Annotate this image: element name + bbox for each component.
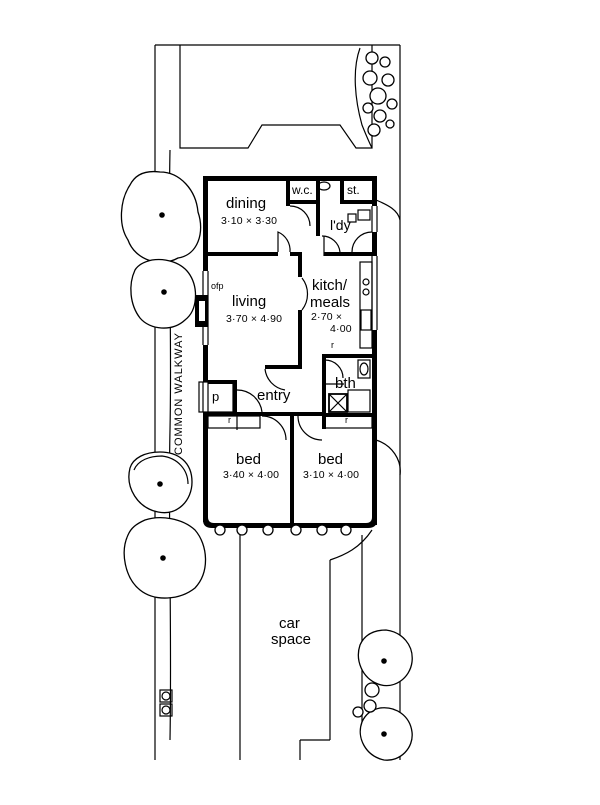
tree — [128, 451, 193, 514]
robes — [207, 415, 373, 429]
kitchen-dims-line1: 2·70 × — [311, 311, 343, 323]
trees-left — [120, 170, 207, 599]
tree — [123, 517, 207, 599]
wc-label: w.c. — [292, 183, 313, 197]
kitchen-label-line2: meals — [310, 294, 351, 311]
living-label: living — [232, 293, 267, 310]
walkway-posts — [159, 689, 173, 717]
bed1-dims: 3·40 × 4·00 — [223, 469, 280, 481]
neighbour-building — [179, 45, 373, 149]
kitchen-dims-line2: 4·00 — [330, 323, 352, 335]
tree — [120, 170, 202, 263]
kitchen-label-line1: kitch/ — [312, 277, 348, 294]
trees-right — [352, 629, 413, 761]
bed2-dims: 3·10 × 4·00 — [303, 469, 360, 481]
shrubs-garden — [354, 47, 398, 149]
entry-label: entry — [257, 387, 291, 404]
driveway — [239, 199, 401, 760]
kitchen-robe-label: r — [331, 340, 334, 350]
wet-area-fittings — [317, 181, 371, 413]
fireplace — [195, 295, 208, 327]
pantry-label: p — [212, 389, 220, 404]
walkway-label: COMMON WALKWAY — [173, 332, 185, 455]
bed2-label: bed — [318, 451, 344, 468]
kitchen-fittings — [359, 261, 373, 349]
dining-label: dining — [226, 195, 267, 212]
tree — [359, 707, 413, 761]
car-space-label-line2: space — [271, 631, 312, 648]
bed2-robe-label: r — [345, 415, 348, 425]
store-label: st. — [347, 183, 360, 197]
fireplace-label: ofp — [211, 281, 224, 291]
bed1-label: bed — [236, 451, 262, 468]
tree — [130, 258, 197, 329]
interior-walls — [208, 176, 372, 523]
tree — [357, 629, 413, 687]
living-dims: 3·70 × 4·90 — [226, 313, 283, 325]
doors — [236, 205, 373, 441]
laundry-label: l'dy — [330, 217, 351, 233]
car-space-label-line1: car — [279, 615, 300, 632]
bed1-robe-label: r — [228, 415, 231, 425]
dining-dims: 3·10 × 3·30 — [221, 215, 278, 227]
bath-label: bth — [335, 375, 356, 392]
pantry — [198, 381, 234, 413]
